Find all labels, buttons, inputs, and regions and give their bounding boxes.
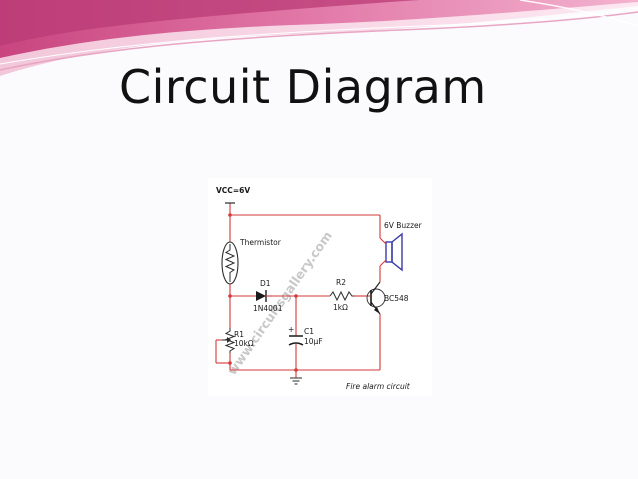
c1-value-label: 10μF [304, 337, 323, 346]
thermistor-symbol: Thermistor [221, 238, 282, 285]
transistor-label: BC548 [384, 294, 409, 303]
c1-name-label: C1 [304, 327, 314, 336]
vcc-terminal: VCC=6V [216, 186, 250, 204]
d1-part-label: 1N4001 [253, 304, 283, 313]
r2-name-label: R2 [336, 278, 346, 287]
decorative-header-swoosh [0, 0, 638, 76]
circuit-diagram: www.circuitsgallery.com [208, 178, 432, 396]
circuit-wires [215, 203, 381, 378]
vcc-label: VCC=6V [216, 186, 250, 195]
c1-polarity-label: + [288, 325, 294, 334]
slide-title: Circuit Diagram [119, 60, 487, 114]
thermistor-label: Thermistor [239, 238, 282, 247]
circuit-junctions [228, 213, 298, 372]
potentiometer-r1-symbol: R1 10kΩ [222, 328, 254, 353]
ground-symbol [290, 377, 302, 385]
r1-name-label: R1 [234, 330, 244, 339]
transistor-bc548-symbol: BC548 [366, 281, 409, 315]
resistor-r2-symbol: R2 1kΩ [329, 278, 354, 312]
r2-value-label: 1kΩ [333, 303, 348, 312]
diagram-caption: Fire alarm circuit [346, 382, 411, 391]
capacitor-c1-symbol: + C1 10μF [288, 325, 323, 346]
buzzer-label: 6V Buzzer [384, 221, 423, 230]
d1-name-label: D1 [260, 279, 271, 288]
buzzer-symbol: 6V Buzzer [379, 221, 423, 272]
diode-d1-symbol: D1 1N4001 [253, 279, 283, 313]
r1-value-label: 10kΩ [234, 339, 254, 348]
